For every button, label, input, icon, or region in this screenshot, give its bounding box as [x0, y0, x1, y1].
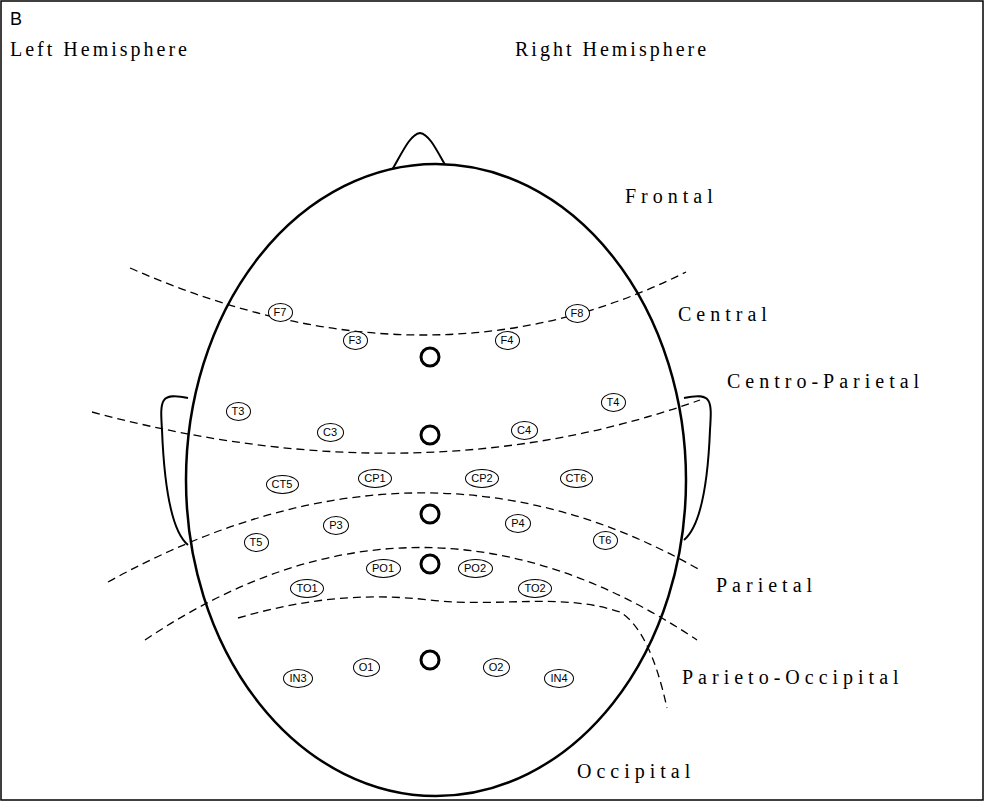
midline-electrode	[421, 426, 439, 444]
electrode-label: C3	[323, 427, 337, 438]
electrode-site: C3	[317, 423, 344, 442]
electrode-site: CP1	[358, 469, 392, 488]
electrode-site: CP2	[465, 469, 499, 488]
region-label: Parietal	[716, 574, 817, 596]
electrode-label: IN3	[289, 673, 306, 684]
region-boundary	[130, 268, 686, 335]
electrode-label: TO2	[524, 583, 545, 594]
electrode-site: F3	[343, 331, 368, 350]
electrode-label: T4	[607, 397, 620, 408]
electrode-label: PO2	[464, 563, 486, 574]
electrode-site: T6	[593, 531, 618, 550]
electrode-label: TO1	[296, 583, 317, 594]
electrode-site: IN3	[283, 669, 313, 688]
midline-electrode	[421, 651, 439, 669]
electrode-site: CT5	[266, 475, 299, 494]
electrode-site: TO2	[518, 579, 552, 598]
electrode-label: P4	[511, 518, 524, 529]
region-label: Occipital	[577, 760, 695, 782]
electrode-site: P4	[505, 514, 531, 533]
electrode-site: PO2	[458, 559, 493, 578]
electrode-site: F4	[495, 331, 520, 350]
electrode-site: T3	[226, 402, 251, 421]
electrode-site: PO1	[366, 559, 401, 578]
electrode-site: P3	[323, 516, 349, 535]
electrode-label: T6	[599, 535, 612, 546]
region-label: Central	[678, 303, 772, 325]
midline-electrode	[421, 505, 439, 523]
head-outline	[186, 164, 686, 796]
electrode-site: O1	[353, 658, 380, 677]
electrode-label: PO1	[372, 563, 394, 574]
electrode-site: F8	[565, 304, 590, 323]
ear-outline	[161, 396, 188, 545]
electrode-label: F7	[274, 307, 287, 318]
electrode-site: TO1	[290, 579, 324, 598]
electrode-label: T3	[232, 406, 245, 417]
region-boundary	[238, 597, 667, 708]
region-boundary	[108, 493, 700, 582]
region-label: Frontal	[625, 185, 718, 207]
ear-outline	[684, 396, 711, 540]
region-label: Centro-Parietal	[727, 370, 924, 392]
electrode-label: O1	[359, 662, 374, 673]
electrode-label: F3	[349, 335, 362, 346]
electrode-label: CT5	[272, 479, 293, 490]
electrode-label: F4	[501, 335, 514, 346]
electrode-label: C4	[517, 425, 531, 436]
region-label: Parieto-Occipital	[682, 666, 904, 688]
electrode-site: IN4	[544, 669, 574, 688]
midline-electrode	[421, 348, 439, 366]
region-boundary	[145, 548, 697, 641]
electrode-site: T4	[601, 393, 626, 412]
hemisphere-label: Right Hemisphere	[515, 38, 709, 60]
electrode-label: O2	[489, 662, 504, 673]
electrode-label: CP2	[471, 473, 492, 484]
electrode-label: T5	[250, 537, 263, 548]
midline-electrode	[421, 555, 439, 573]
electrode-site: CT6	[560, 469, 593, 488]
electrode-label: CT6	[566, 473, 587, 484]
hemisphere-label: Left Hemisphere	[10, 38, 190, 60]
electrode-site: T5	[244, 533, 269, 552]
electrode-site: F7	[268, 303, 293, 322]
electrode-site: O2	[483, 658, 510, 677]
electrode-site: C4	[511, 421, 538, 440]
electrode-label: P3	[329, 520, 342, 531]
electrode-label: IN4	[550, 673, 567, 684]
panel-letter: B	[10, 10, 22, 30]
electrode-label: CP1	[364, 473, 385, 484]
electrode-label: F8	[571, 308, 584, 319]
